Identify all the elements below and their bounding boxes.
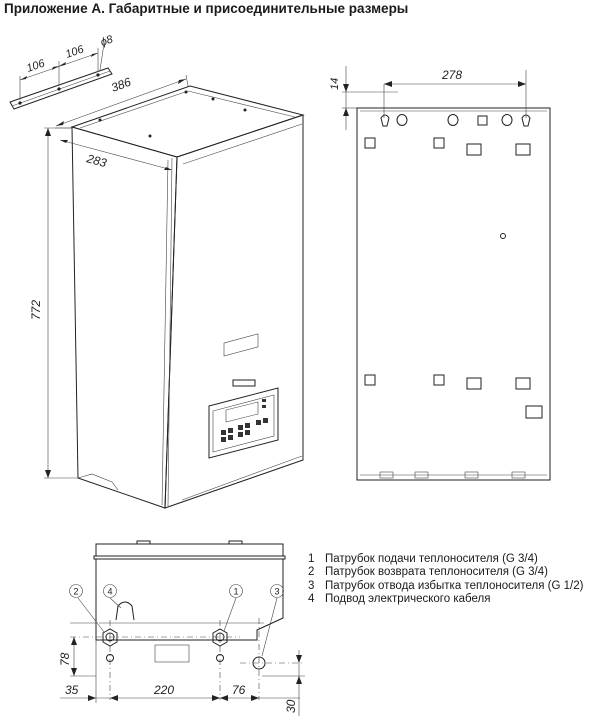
marker-3: 3 <box>274 587 279 597</box>
dim-bottom-offset: 30 <box>284 699 298 713</box>
legend-item: 2 Патрубок возврата теплоносителя (G 3/4) <box>308 566 583 579</box>
dim-height: 772 <box>29 300 43 320</box>
marker-2: 2 <box>73 587 78 597</box>
legend-text: Патрубок подачи теплоносителя (G 3/4) <box>325 553 538 565</box>
bracket-dim-b: 106 <box>64 43 86 61</box>
boiler-bottom-view: 2 4 1 3 78 35 220 76 30 <box>58 540 305 716</box>
dim-connection-spacing: 220 <box>153 683 174 697</box>
marker-4: 4 <box>107 587 112 597</box>
legend-item: 3 Патрубок отвода избытка теплоносителя (… <box>308 580 583 593</box>
mounting-bracket: 106 106 ϕ8 <box>9 33 115 110</box>
legend-text: Патрубок возврата теплоносителя (G 3/4) <box>325 566 548 579</box>
marker-1: 1 <box>233 587 238 597</box>
legend-text: Подвод электрического кабеля <box>325 592 491 605</box>
legend-number: 2 <box>308 566 315 579</box>
bracket-dim-a: 106 <box>25 57 47 75</box>
legend-number: 3 <box>308 579 315 592</box>
connections-legend: 1 Патрубок подачи теплоносителя (G 3/4) 2… <box>308 553 583 606</box>
dim-connection-height: 78 <box>58 652 72 666</box>
dim-width: 386 <box>109 75 133 95</box>
dim-left-offset: 35 <box>65 683 79 697</box>
dim-hole-spacing: 278 <box>441 68 462 82</box>
legend-text: Патрубок отвода избытка теплоносителя (G… <box>325 579 584 592</box>
legend-number: 4 <box>308 592 315 605</box>
dim-right-offset: 76 <box>232 683 246 697</box>
page-title: Приложение А. Габаритные и присоединител… <box>4 1 409 16</box>
legend-number: 1 <box>308 553 315 565</box>
legend-item: 1 Патрубок подачи теплоносителя (G 3/4) <box>308 553 583 566</box>
legend-item: 4 Подвод электрического кабеля <box>308 593 583 606</box>
boiler-back-view: 278 14 <box>329 66 551 481</box>
dim-top-offset: 14 <box>329 78 341 90</box>
boiler-perspective-view: 386 283 772 <box>29 75 305 509</box>
bracket-hole-dim: ϕ8 <box>99 33 115 49</box>
dim-depth: 283 <box>84 151 108 170</box>
